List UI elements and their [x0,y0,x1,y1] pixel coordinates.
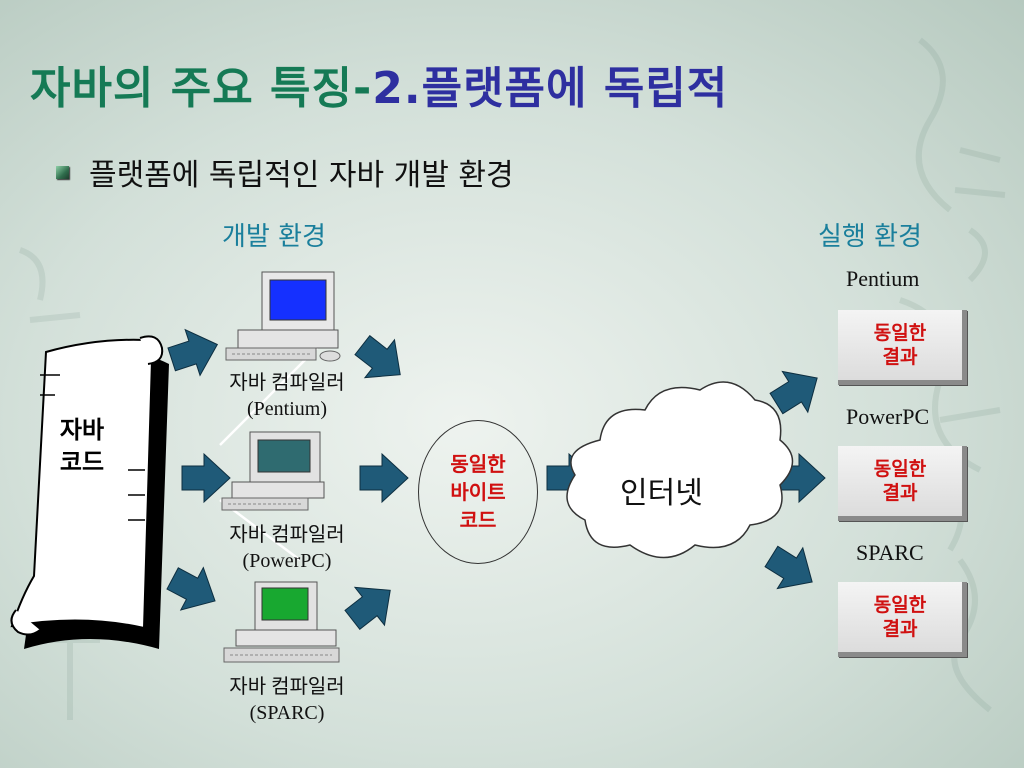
result-line1: 동일한 [873,458,927,480]
result-line2: 결과 [882,482,918,504]
bytecode-line2: 바이트 [450,480,506,504]
result-box-sparc: 동일한 결과 [838,582,967,657]
arrow-scroll-to-pentium [167,328,219,377]
dev-env-label: 개발 환경 [222,222,326,252]
compiler-label-line2: (PowerPC) [242,550,332,572]
computer-pentium [225,271,341,362]
bytecode-line1: 동일한 [450,452,506,476]
result-box-pentium: 동일한 결과 [838,310,967,385]
compiler-label-powerpc: 자바 컴파일러 (PowerPC) [192,522,382,574]
arrow-scroll-to-sparc [166,566,216,611]
result-line2: 결과 [882,618,918,640]
compiler-label-pentium: 자바 컴파일러 (Pentium) [192,370,382,422]
source-code-line2: 코드 [59,448,105,476]
source-scroll [10,335,169,649]
title-main: 자바의 주요 특징- [30,63,373,114]
arrow-pentium-to-bytecode [354,334,401,379]
arrow-internet-to-sparc [764,545,813,590]
source-code-label: 자바 코드 [52,414,112,478]
computer-powerpc [221,431,325,511]
result-line2: 결과 [882,346,918,368]
bullet-text: 플랫폼에 독립적인 자바 개발 환경 [89,158,514,193]
result-box-powerpc: 동일한 결과 [838,446,967,521]
title-accent: 2.플랫폼에 독립적 [372,63,729,114]
bytecode-line3: 코드 [459,508,497,532]
compiler-label-line1: 자바 컴파일러 [229,372,345,394]
result-line1: 동일한 [873,322,927,344]
internet-label: 인터넷 [620,476,703,511]
computer-sparc [223,581,340,663]
arrow-scroll-to-powerpc [181,452,231,504]
arrow-sparc-to-bytecode [344,586,391,631]
compiler-label-line1: 자바 컴파일러 [229,676,345,698]
bytecode-ellipse: 동일한 바이트 코드 [418,420,538,564]
source-code-line1: 자바 [59,416,105,444]
compiler-label-line2: (Pentium) [247,398,327,420]
compiler-label-sparc: 자바 컴파일러 (SPARC) [192,674,382,726]
internet-cloud [566,381,794,559]
bullet-square-icon [56,165,69,179]
arrow-internet-to-pentium [769,370,818,415]
platform-name-powerpc: PowerPC [846,404,930,429]
bullet-row: 플랫폼에 독립적인 자바 개발 환경 [56,150,514,194]
run-env-label: 실행 환경 [818,222,922,252]
platform-name-sparc: SPARC [856,540,924,565]
compiler-label-line2: (SPARC) [249,702,325,724]
arrow-powerpc-to-bytecode [359,452,409,504]
compiler-label-line1: 자바 컴파일러 [229,524,345,546]
platform-name-pentium: Pentium [846,266,920,291]
result-line1: 동일한 [873,594,927,616]
slide-title: 자바의 주요 특징-2.플랫폼에 독립적 [30,52,728,116]
